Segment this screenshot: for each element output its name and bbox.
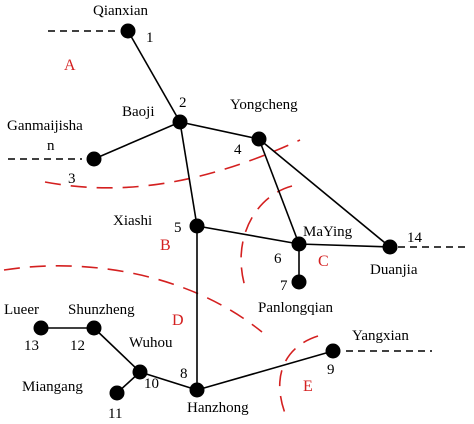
node-name-panlongqian: Panlongqian bbox=[258, 300, 333, 316]
node-name-wuhou: Wuhou bbox=[129, 335, 173, 351]
edge-8-9 bbox=[196, 350, 334, 391]
node-name-yangxian: Yangxian bbox=[352, 328, 409, 344]
node-11 bbox=[109, 385, 125, 401]
node-12 bbox=[86, 320, 102, 336]
node-number-8: 8 bbox=[180, 366, 188, 382]
node-name-maying: MaYing bbox=[303, 224, 353, 240]
node-name-shunzheng: Shunzheng bbox=[68, 302, 135, 318]
node-number-14: 14 bbox=[407, 230, 423, 246]
node-14 bbox=[382, 239, 398, 255]
region-label-b: B bbox=[160, 237, 171, 254]
node-number-3: 3 bbox=[68, 171, 76, 187]
region-labels: A B C D E bbox=[64, 57, 329, 395]
node-name-duanjia: Duanjia bbox=[370, 262, 418, 278]
node-1 bbox=[120, 23, 136, 39]
network-nodes bbox=[33, 23, 398, 401]
region-label-a: A bbox=[64, 57, 76, 74]
node-name-qianxian: Qianxian bbox=[93, 3, 148, 19]
node-name-ganmai-1: Ganmaijisha bbox=[7, 118, 83, 134]
edge-4-6 bbox=[258, 138, 300, 245]
node-number-5: 5 bbox=[174, 220, 182, 236]
node-number-12: 12 bbox=[70, 338, 85, 354]
node-number-11: 11 bbox=[108, 406, 122, 422]
boundary-a-b bbox=[44, 139, 301, 189]
node-name-yongcheng: Yongcheng bbox=[230, 97, 298, 113]
node-3 bbox=[86, 151, 102, 167]
node-name-hanzhong: Hanzhong bbox=[187, 400, 249, 416]
edge-10-12 bbox=[93, 327, 141, 373]
node-number-9: 9 bbox=[327, 362, 335, 378]
node-numbers: 1 2 3 4 5 6 7 8 9 10 11 12 13 14 bbox=[24, 30, 423, 422]
node-name-lueer: Lueer bbox=[4, 302, 39, 318]
edge-2-3 bbox=[93, 121, 181, 160]
node-name-ganmai-2: n bbox=[47, 138, 55, 154]
region-label-e: E bbox=[303, 378, 313, 395]
node-number-1: 1 bbox=[146, 30, 154, 46]
node-name-baoji: Baoji bbox=[122, 104, 155, 120]
node-number-2: 2 bbox=[179, 95, 187, 111]
external-links bbox=[8, 30, 470, 352]
node-2 bbox=[172, 114, 188, 130]
region-label-d: D bbox=[172, 312, 184, 329]
node-number-4: 4 bbox=[234, 142, 242, 158]
node-number-6: 6 bbox=[274, 251, 282, 267]
region-label-c: C bbox=[318, 253, 329, 270]
node-5 bbox=[189, 218, 205, 234]
node-9 bbox=[325, 343, 341, 359]
node-name-miangang: Miangang bbox=[22, 379, 83, 395]
node-13 bbox=[33, 320, 49, 336]
node-8 bbox=[189, 382, 205, 398]
node-name-xiashi: Xiashi bbox=[113, 213, 152, 229]
edge-1-2 bbox=[127, 30, 181, 123]
region-boundaries bbox=[3, 139, 319, 417]
edge-6-14 bbox=[298, 243, 391, 248]
node-number-7: 7 bbox=[280, 278, 288, 294]
node-number-10: 10 bbox=[144, 376, 159, 392]
edge-8-10 bbox=[139, 371, 198, 391]
edge-2-4 bbox=[179, 121, 260, 140]
edge-2-5 bbox=[179, 121, 198, 227]
node-number-13: 13 bbox=[24, 338, 39, 354]
boundary-b-d bbox=[3, 265, 263, 333]
node-names: Qianxian Baoji Ganmaijisha n Yongcheng X… bbox=[4, 3, 418, 416]
edge-4-14 bbox=[258, 138, 391, 248]
node-10 bbox=[132, 364, 148, 380]
boundary-b-c bbox=[240, 185, 293, 291]
boundary-d-e bbox=[278, 335, 319, 417]
node-4 bbox=[251, 131, 267, 147]
network-edges bbox=[41, 30, 391, 394]
edge-5-6 bbox=[196, 225, 300, 245]
node-6 bbox=[291, 236, 307, 252]
node-7 bbox=[291, 274, 307, 290]
